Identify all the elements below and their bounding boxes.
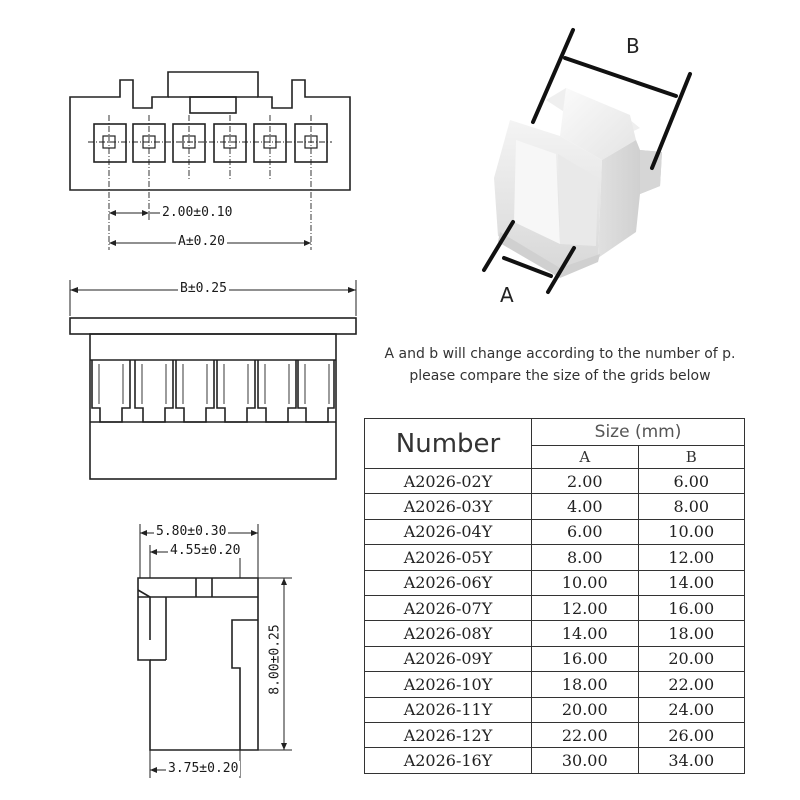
cell-b: 8.00 [637, 493, 745, 520]
connector-photo [494, 88, 662, 278]
cell-b: 14.00 [637, 569, 745, 596]
cell-number: A2026-02Y [364, 467, 532, 495]
pitch-dimension-label: 2.00±0.10 [160, 205, 235, 220]
cell-b: 16.00 [637, 594, 745, 622]
cell-a: 10.00 [531, 569, 639, 596]
cell-b: 26.00 [637, 721, 745, 749]
header-col-a: A [531, 445, 639, 469]
cell-b: 24.00 [637, 696, 745, 723]
cell-b: 34.00 [637, 747, 745, 774]
cell-number: A2026-07Y [364, 594, 532, 622]
header-col-b: B [637, 445, 745, 469]
cell-a: 12.00 [531, 594, 639, 622]
header-number: Number [364, 418, 532, 469]
photo-dimension-lines [482, 28, 692, 294]
cell-a: 2.00 [531, 467, 639, 495]
photo-label-b: B [626, 34, 640, 58]
cell-a: 20.00 [531, 696, 639, 723]
cell-number: A2026-04Y [364, 518, 532, 546]
cell-number: A2026-11Y [364, 696, 532, 723]
cell-a: 6.00 [531, 518, 639, 546]
cell-b: 22.00 [637, 671, 745, 698]
cell-b: 18.00 [637, 620, 745, 647]
cell-a: 22.00 [531, 721, 639, 749]
cell-number: A2026-06Y [364, 569, 532, 596]
size-note: A and b will change according to the num… [384, 346, 736, 384]
cell-a: 14.00 [531, 620, 639, 647]
cell-number: A2026-12Y [364, 721, 532, 749]
b-dimension-label: B±0.25 [178, 281, 229, 296]
header-size: Size (mm) [531, 418, 745, 446]
cell-b: 20.00 [637, 645, 745, 673]
cell-a: 8.00 [531, 544, 639, 571]
cell-number: A2026-10Y [364, 671, 532, 698]
cell-b: 10.00 [637, 518, 745, 546]
cell-a: 4.00 [531, 493, 639, 520]
cell-a: 16.00 [531, 645, 639, 673]
cell-number: A2026-16Y [364, 747, 532, 774]
pin-cells [93, 123, 328, 163]
cell-number: A2026-05Y [364, 544, 532, 571]
cell-b: 12.00 [637, 544, 745, 571]
profile-view-outline [137, 577, 259, 751]
photo-label-a: A [500, 283, 514, 307]
front-view-outline [69, 71, 351, 191]
cell-a: 30.00 [531, 747, 639, 774]
outer-width-dimension-label: 5.80±0.30 [154, 524, 229, 539]
height-dimension-label: 8.00±0.25 [267, 622, 283, 697]
bottom-width-dimension-label: 3.75±0.20 [166, 761, 241, 776]
cell-number: A2026-03Y [364, 493, 532, 520]
cell-a: 18.00 [531, 671, 639, 698]
side-view-outline [69, 317, 357, 480]
cell-b: 6.00 [637, 467, 745, 495]
cell-number: A2026-09Y [364, 645, 532, 673]
a-dimension-label: A±0.20 [176, 234, 227, 249]
inner-width-dimension-label: 4.55±0.20 [168, 543, 243, 558]
cell-number: A2026-08Y [364, 620, 532, 647]
